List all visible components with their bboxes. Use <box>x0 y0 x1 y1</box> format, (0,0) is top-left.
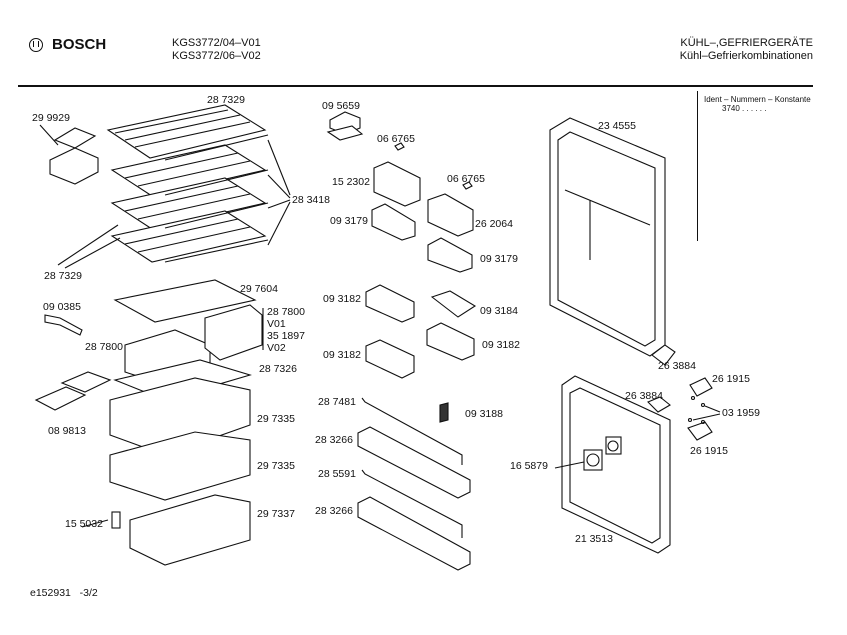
part-label: 28 7800 <box>85 341 123 353</box>
part-label: 16 5879 <box>510 460 548 472</box>
variant-label: V01 <box>267 318 286 330</box>
model-number-1: KGS3772/04–V01 <box>172 37 261 49</box>
part-label: 09 0385 <box>43 301 81 313</box>
part-label: 09 3184 <box>480 305 518 317</box>
part-label: 29 7335 <box>257 413 295 425</box>
part-label: 29 7337 <box>257 508 295 520</box>
part-label: 09 5659 <box>322 100 360 112</box>
part-label: 28 3266 <box>315 434 353 446</box>
part-label: 26 1915 <box>712 373 750 385</box>
subcategory-title: Kühl–Gefrierkombinationen <box>679 50 813 62</box>
part-label: 29 9929 <box>32 112 70 124</box>
part-label: 09 3182 <box>323 293 361 305</box>
part-label: 15 2302 <box>332 176 370 188</box>
part-label: 35 1897 <box>267 330 305 342</box>
part-label: 28 3418 <box>292 194 330 206</box>
part-label: 08 9813 <box>48 425 86 437</box>
part-label: 28 7326 <box>259 363 297 375</box>
bosch-logo-icon <box>29 38 43 52</box>
part-label: 09 3182 <box>482 339 520 351</box>
part-label: 09 3188 <box>465 408 503 420</box>
part-label: 15 5032 <box>65 518 103 530</box>
part-label: 23 4555 <box>598 120 636 132</box>
part-label: 29 7604 <box>240 283 278 295</box>
crisper-drawer-drawing <box>34 304 263 566</box>
door-racks-drawing <box>326 111 477 571</box>
part-label: 26 3884 <box>625 390 663 402</box>
ident-label: Ident – Nummern – Konstante <box>704 95 811 104</box>
part-label: 28 3266 <box>315 505 353 517</box>
part-label: 26 1915 <box>690 445 728 457</box>
ident-divider <box>697 91 698 241</box>
part-label: 06 6765 <box>377 133 415 145</box>
part-label: 26 3884 <box>658 360 696 372</box>
part-label: 29 7335 <box>257 460 295 472</box>
freezer-door-drawing <box>554 375 721 554</box>
fridge-door-drawing <box>549 117 676 366</box>
header-rule <box>18 85 813 87</box>
part-label: 09 3182 <box>323 349 361 361</box>
part-label: 06 6765 <box>447 173 485 185</box>
wire-shelf-drawing <box>39 104 291 336</box>
variant-label: V02 <box>267 342 286 354</box>
part-label: 28 5591 <box>318 468 356 480</box>
part-label: 21 3513 <box>575 533 613 545</box>
brand-name: BOSCH <box>52 36 107 53</box>
part-label: 28 7481 <box>318 396 356 408</box>
part-label: 09 3179 <box>330 215 368 227</box>
part-label: 28 7329 <box>44 270 82 282</box>
category-title: KÜHL–,GEFRIERGERÄTE <box>680 37 813 49</box>
part-label: 28 7800 <box>267 306 305 318</box>
part-label: 26 2064 <box>475 218 513 230</box>
ident-value: 3740 . . . . . . <box>722 104 767 113</box>
drawing-reference: e152931 -3/2 <box>30 587 98 599</box>
part-label: 28 7329 <box>207 94 245 106</box>
part-label: 09 3179 <box>480 253 518 265</box>
model-number-2: KGS3772/06–V02 <box>172 50 261 62</box>
part-label: 03 1959 <box>722 407 760 419</box>
